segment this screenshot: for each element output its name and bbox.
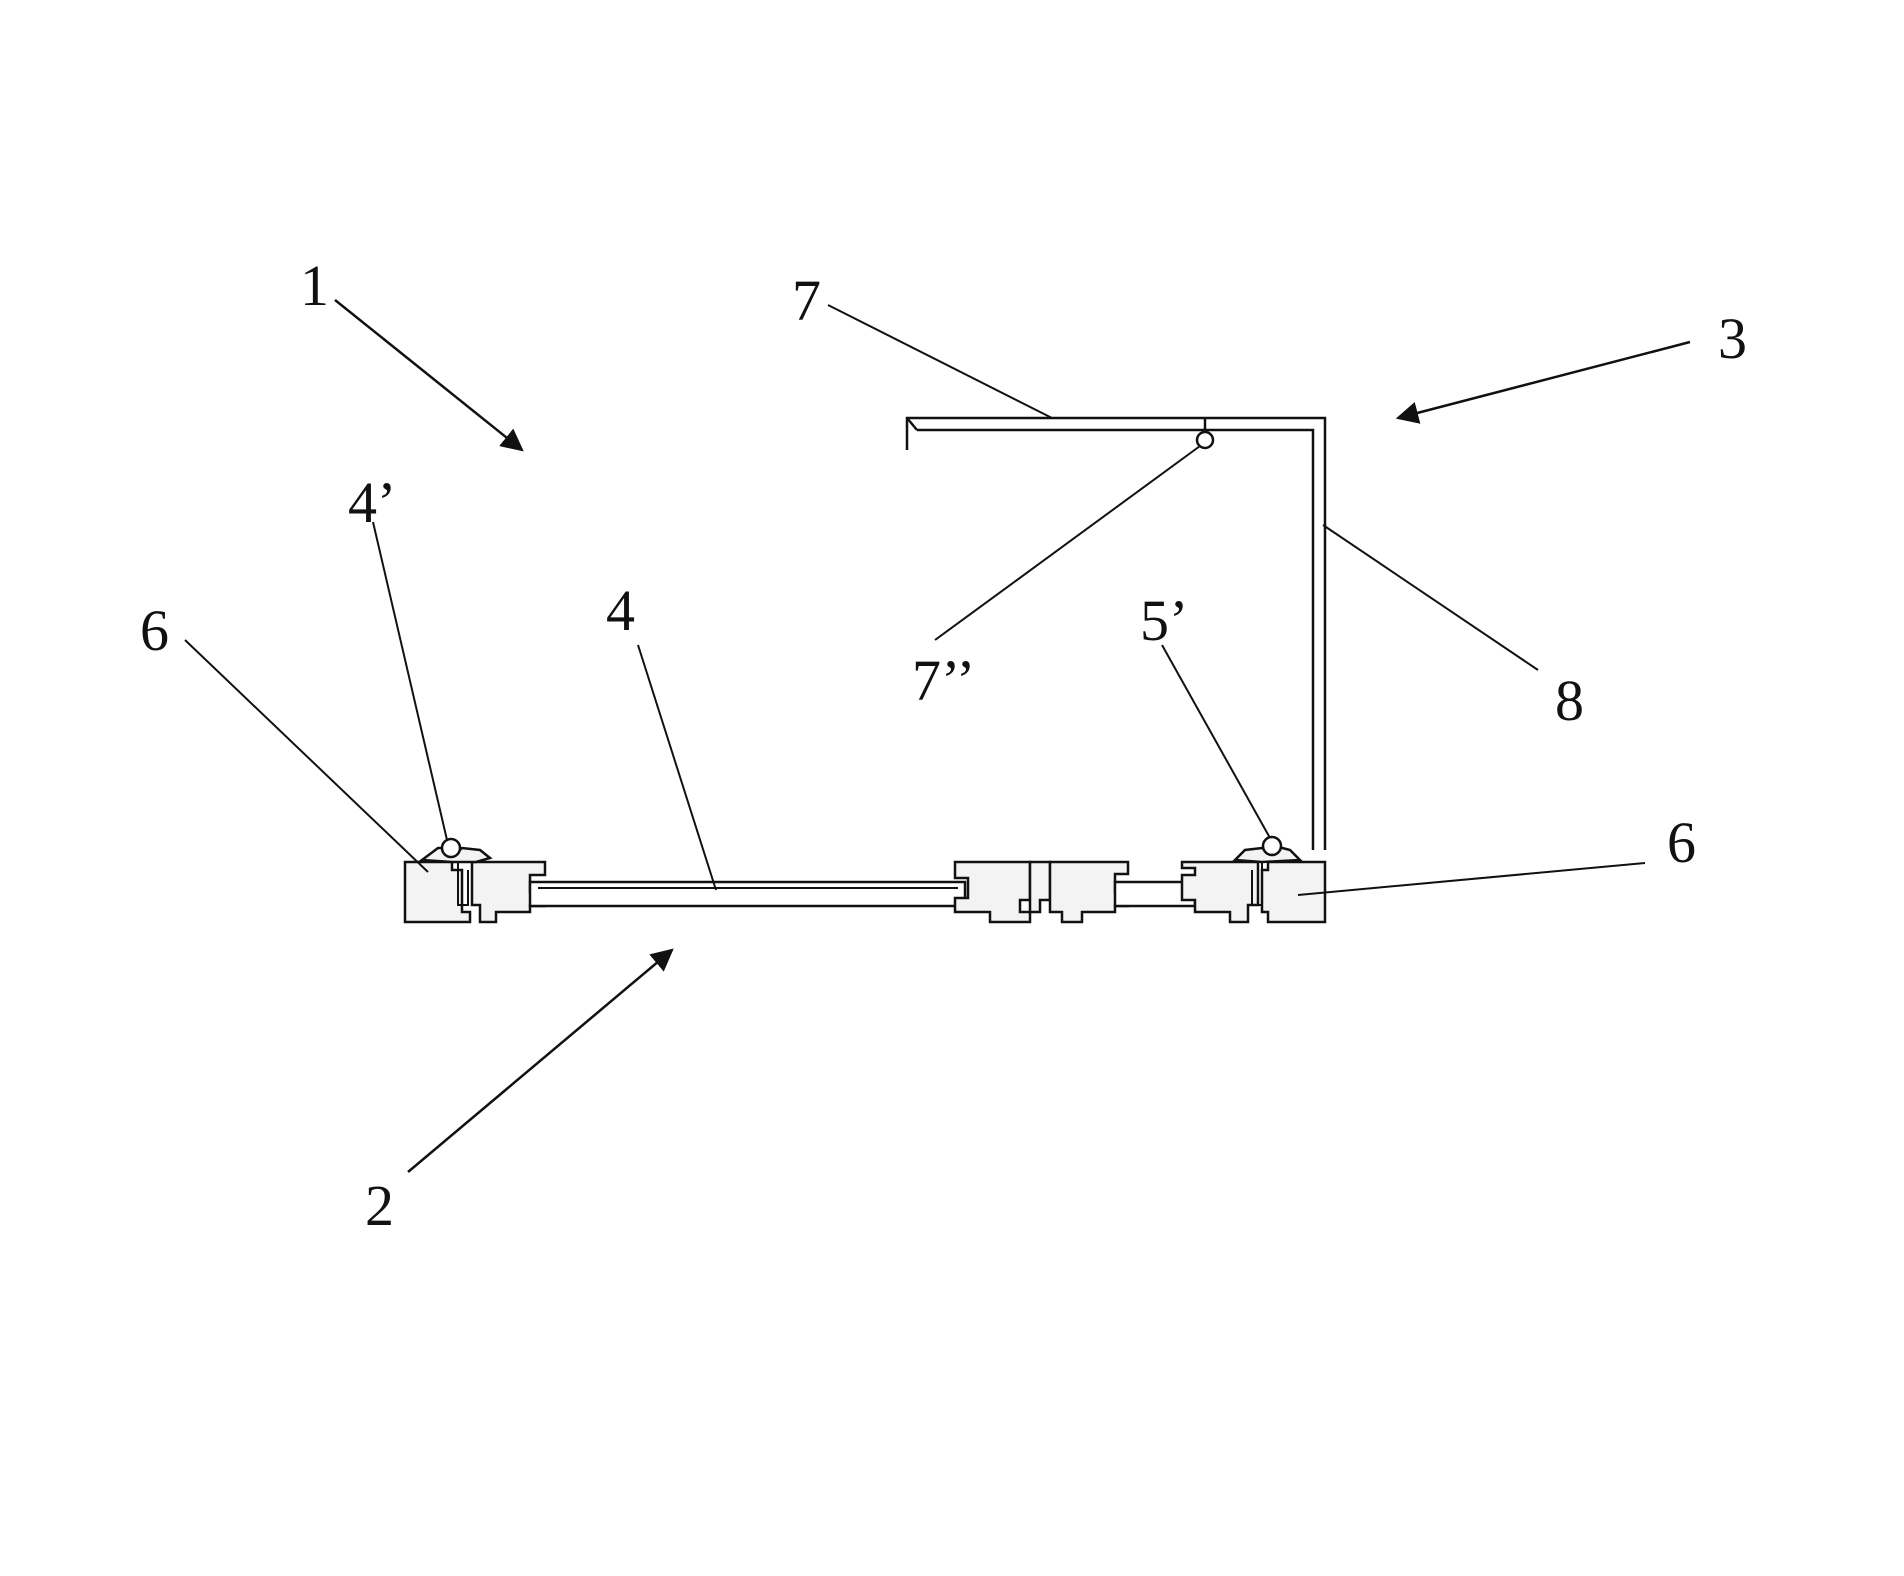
label-8: 8: [1555, 668, 1584, 733]
arrow-3: [1398, 342, 1690, 418]
right-clip-pin: [1263, 837, 1281, 855]
label-6-right: 6: [1667, 810, 1696, 875]
leader-6-right: [1298, 863, 1645, 895]
leader-5p: [1162, 645, 1270, 838]
label-3: 3: [1718, 306, 1747, 371]
center-connector: [1030, 862, 1050, 912]
leader-8: [1323, 525, 1538, 670]
leader-6-left: [185, 640, 428, 872]
leader-4: [638, 645, 716, 890]
label-4: 4: [606, 578, 635, 643]
upper-bracket: [907, 418, 1325, 850]
top-plate-inner: [917, 430, 1313, 850]
left-clip-pin: [442, 839, 460, 857]
bottom-rail: [405, 837, 1325, 922]
label-7: 7: [792, 268, 821, 333]
leader-4p: [373, 522, 447, 840]
label-1: 1: [300, 253, 329, 318]
left-end-block-6: [405, 862, 470, 922]
label-2: 2: [365, 1173, 394, 1238]
label-6-left: 6: [140, 598, 169, 663]
top-plate-7: [907, 418, 1325, 850]
arrow-1: [335, 300, 522, 450]
panel-4: [530, 882, 965, 906]
label-7pp: 7’’: [912, 648, 975, 713]
label-4p: 4’: [348, 470, 396, 535]
right-rail-profile: [1182, 862, 1258, 922]
label-5p: 5’: [1140, 588, 1188, 653]
leader-7: [828, 305, 1052, 418]
arrow-2: [408, 950, 672, 1172]
right-end-block-6: [1262, 862, 1325, 922]
top-plate-left-cap: [907, 418, 917, 430]
